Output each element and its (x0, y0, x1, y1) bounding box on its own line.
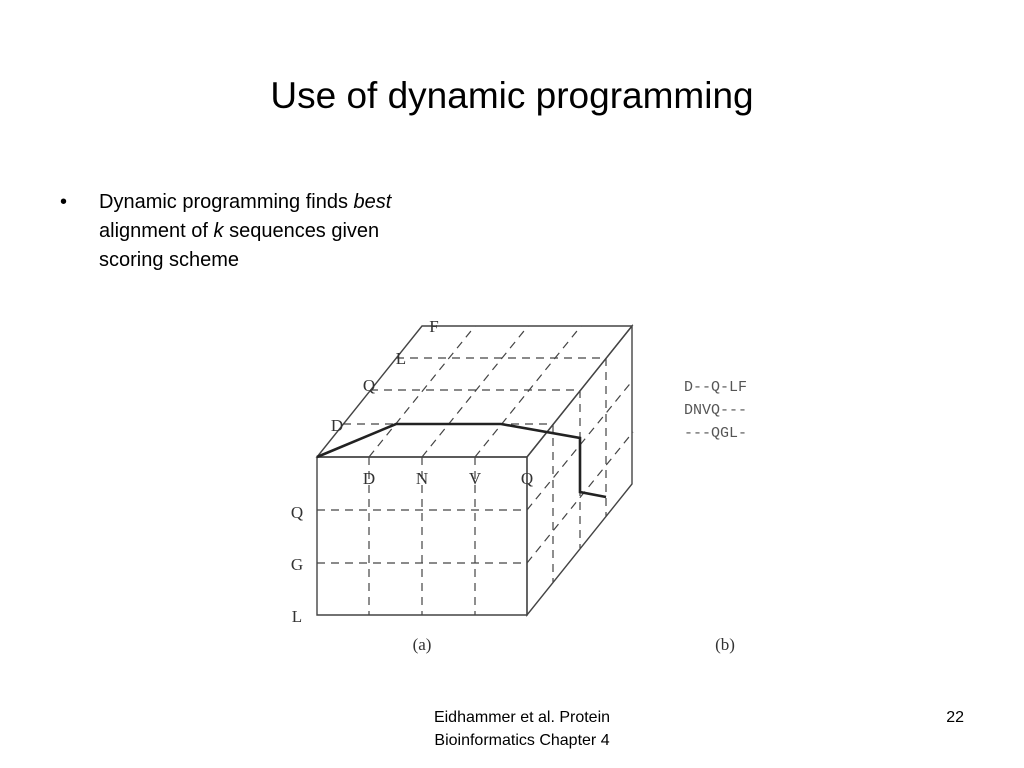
bullet-text-part4: scoring scheme (99, 249, 240, 271)
panel-b-caption: (b) (715, 635, 735, 654)
depth-residue-label: L (396, 349, 406, 368)
depth-residue-label: D (331, 416, 343, 435)
bullet-emphasis-best: best (353, 191, 392, 213)
depth-residue-label: F (429, 317, 438, 336)
bullet-marker: • (60, 191, 68, 213)
cube-dashed-grid (317, 325, 634, 615)
bullet-emphasis-k: k (213, 220, 224, 242)
bullet-text-part2: alignment of (99, 220, 214, 242)
left-residue-label: L (292, 607, 302, 626)
page-number: 22 (946, 709, 964, 726)
top-residue-label: Q (521, 469, 533, 488)
footer-citation-line: Bioinformatics Chapter 4 (434, 732, 610, 749)
cube-outline (315, 324, 634, 617)
slide-title: Use of dynamic programming (270, 75, 754, 116)
dp-cube-figure: D N V Q Q G L D Q L F (a) (b) D--Q-LF DN… (270, 300, 790, 670)
footer-citation-line: Eidhammer et al. Protein (433, 709, 611, 726)
alignment-block: D--Q-LF DNVQ--- ---QGL- (684, 379, 747, 442)
alignment-row: DNVQ--- (684, 402, 747, 419)
bullet-text: Dynamic programming finds best alignment… (99, 188, 499, 275)
dp-cube-svg: D N V Q Q G L D Q L F (a) (b) D--Q-LF DN… (291, 317, 747, 654)
alignment-path (316, 422, 607, 499)
left-residue-label: G (291, 555, 303, 574)
top-residue-label: D (363, 469, 375, 488)
footer-citation: Eidhammer et al. Protein Bioinformatics … (372, 706, 672, 752)
top-residue-label: N (416, 469, 428, 488)
bullet-text-part1: Dynamic programming finds (99, 191, 354, 213)
left-residue-label: Q (291, 503, 303, 522)
depth-residue-label: Q (363, 376, 375, 395)
top-residue-label: V (469, 469, 482, 488)
bullet-text-part3: sequences given (223, 220, 380, 242)
panel-a-caption: (a) (413, 635, 432, 654)
alignment-row: ---QGL- (684, 425, 747, 442)
alignment-row: D--Q-LF (684, 379, 747, 396)
